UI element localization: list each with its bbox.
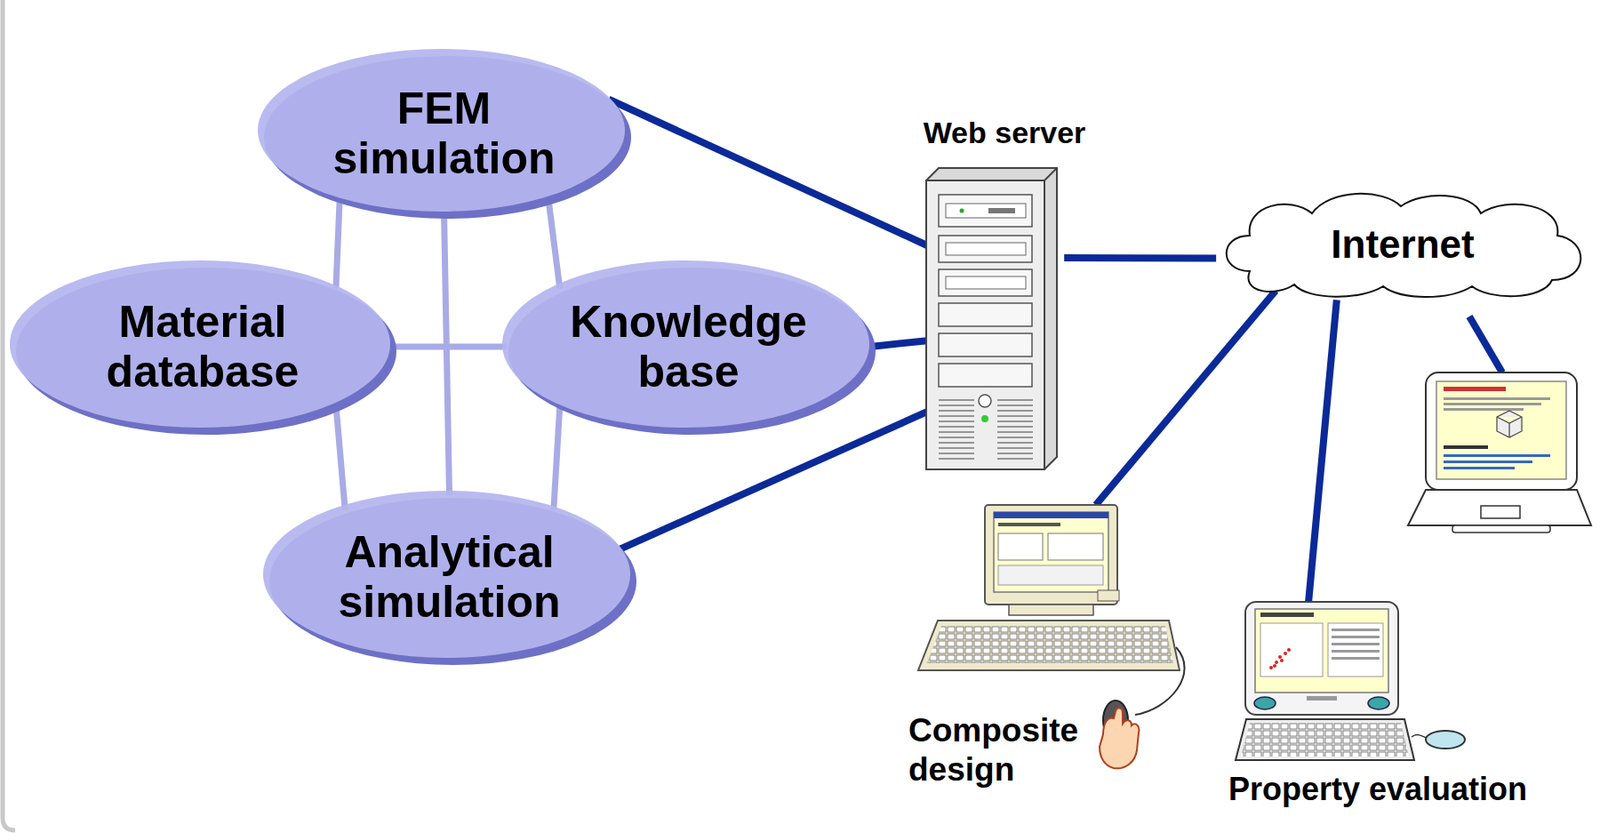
frame-border [2, 0, 16, 831]
cloud-label: Internet [1330, 222, 1474, 267]
node-label: Knowledge base [551, 296, 827, 397]
ellipse-node: FEM simulation [255, 46, 633, 220]
computer-label: Property evaluation [1195, 770, 1560, 808]
ellipse-node: Analytical simulation [260, 488, 639, 666]
connector-line [1308, 299, 1337, 602]
node-label: Analytical simulation [312, 527, 588, 627]
cloud-node: Internet [1214, 186, 1592, 303]
connector-line [336, 404, 345, 511]
connector-line [870, 340, 928, 347]
connector-line [608, 99, 928, 246]
pc-node: Composite design [902, 504, 1196, 800]
imac-node: Property evaluation [1195, 601, 1560, 824]
server-node: Web server [911, 115, 1098, 472]
server-icon [926, 168, 1057, 470]
node-label: Material database [64, 296, 341, 397]
node-label: FEM simulation [306, 83, 583, 184]
ellipse-node: Knowledge base [499, 257, 878, 436]
connector-line [444, 212, 450, 496]
ellipse-node: Material database [7, 257, 399, 436]
connector-line [1064, 254, 1216, 263]
computer-label: Composite design [908, 711, 1091, 789]
laptop-icon [1408, 372, 1592, 533]
imac-computer-icon [1235, 601, 1467, 762]
connector-line [553, 404, 560, 511]
connector-line [548, 198, 560, 289]
network-line [1469, 316, 1503, 373]
connector-line [1096, 290, 1276, 505]
connector-line [336, 198, 340, 289]
server-label: Web server [911, 115, 1098, 151]
